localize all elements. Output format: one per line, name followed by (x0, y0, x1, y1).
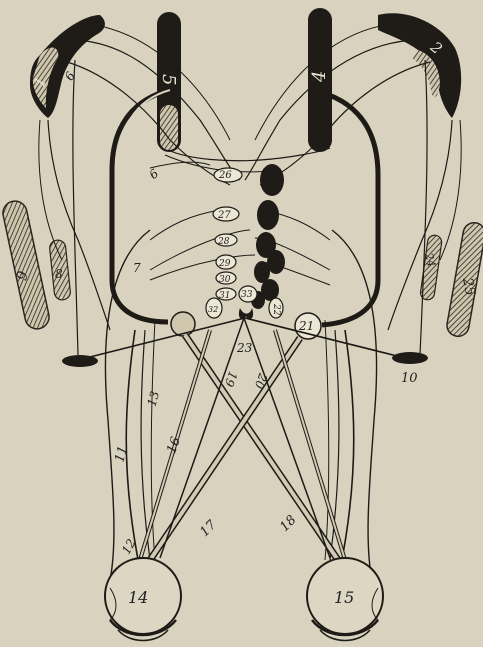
label-4: 4 (309, 71, 330, 83)
label-18: 18 (277, 513, 299, 535)
label-14: 14 (128, 588, 148, 607)
label-28: 28 (217, 237, 230, 247)
label-25: 25 (459, 276, 478, 297)
label-7: 7 (133, 261, 141, 275)
label-10: 10 (401, 371, 418, 386)
label-12: 12 (119, 536, 139, 556)
label-23: 23 (236, 341, 253, 355)
label-21: 21 (298, 319, 314, 333)
label-27: 27 (217, 210, 231, 221)
label-6b: 6 (146, 166, 161, 182)
label-30: 30 (219, 275, 231, 285)
label-5: 5 (158, 74, 179, 85)
nuclei-column (251, 164, 285, 309)
body-9 (1, 199, 52, 331)
cortex-region-1 (30, 15, 105, 118)
label-26: 26 (218, 170, 232, 181)
body-left-geniculate (171, 312, 195, 336)
label-17: 17 (197, 517, 220, 540)
label-8: 8 (55, 267, 63, 281)
label-13: 13 (145, 389, 163, 408)
label-29: 29 (218, 259, 231, 269)
label-31: 31 (219, 291, 230, 301)
label-16: 16 (164, 435, 184, 456)
label-11: 11 (112, 444, 131, 464)
label-15: 15 (334, 588, 354, 607)
fibre-tracts (39, 25, 461, 580)
label-6: 6 (62, 69, 78, 83)
label-32: 32 (208, 305, 218, 314)
label-22: 22 (271, 303, 281, 316)
label-33: 33 (241, 290, 253, 300)
